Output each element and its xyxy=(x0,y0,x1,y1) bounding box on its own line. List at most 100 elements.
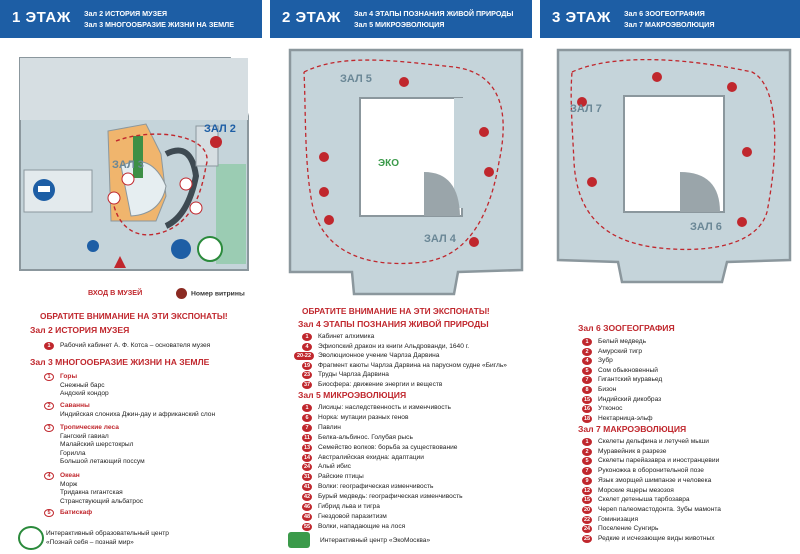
exhibit-text: Белый медведь xyxy=(598,338,647,345)
floor3-map: ЗАЛ 7 ЗАЛ 6 xyxy=(552,42,797,286)
exhibit-text: Райские птицы xyxy=(318,473,364,481)
exhibit-number: 5 xyxy=(582,366,592,375)
exhibit-number: 9 xyxy=(582,476,592,485)
exhibit-number: 7 xyxy=(302,423,312,432)
zal3-label: ЗАЛ 3 xyxy=(112,159,144,171)
exhibit-number: 6 xyxy=(302,413,312,422)
exhibit-number: 55 xyxy=(302,522,312,531)
exhibit-number: 20 xyxy=(582,505,592,514)
exhibit-text: Руконожка в оборонительной позе xyxy=(598,467,704,475)
exhibit-number: 1 xyxy=(44,373,54,381)
exhibit-number: 18 xyxy=(582,414,592,423)
exhibit-number: 14 xyxy=(302,453,312,462)
exhibit-number: 1 xyxy=(302,333,312,341)
hall7-heading: Зал 7 МАКРОЭВОЛЮЦИЯ xyxy=(578,424,687,434)
entrance-arrow-icon xyxy=(114,256,126,268)
exhibit-text: Волки, нападающие на лося xyxy=(318,522,406,530)
exhibit-number: 24 xyxy=(582,525,592,534)
entrance-label: ВХОД В МУЗЕЙ xyxy=(88,288,143,297)
exhibit-number: 46 xyxy=(302,503,312,511)
exhibit-text: Павлин xyxy=(318,423,341,431)
exhibit-text: Скелеты парейазавра и иностранцевии xyxy=(598,457,720,465)
exhibit-text: Гнездовой паразитизм xyxy=(318,512,387,520)
zal4-label: ЗАЛ 4 xyxy=(424,233,457,245)
exhibit-text: Эфиопский дракон из книги Альдрованди, 1… xyxy=(318,342,470,350)
exhibit-number: 41 xyxy=(302,483,312,492)
attention-heading-1: ОБРАТИТЕ ВНИМАНИЕ НА ЭТИ ЭКСПОНАТЫ! xyxy=(40,311,228,321)
exhibit-entry: 18 Нектарница-эльф xyxy=(582,414,653,424)
exhibit-number: 37 xyxy=(302,381,312,389)
exhibit-text: Эволюционное учение Чарлза Дарвина xyxy=(318,352,440,360)
exhibit-text: Амурский тигр xyxy=(598,347,643,355)
exhibit-entry: 19 Фрагмент каюты Чарлза Дарвина на парус… xyxy=(302,361,507,371)
exhibit-number: 2 xyxy=(582,447,592,456)
legend-label: Номер витрины xyxy=(191,290,245,298)
exhibit-text: Труды Чарлза Дарвина xyxy=(318,371,389,379)
group-item: Малайский шерстокрыл xyxy=(60,441,134,449)
exhibit-number: 25 xyxy=(582,535,592,543)
group-mountains: 1 Горы Снежный барс Андский кондор xyxy=(44,373,109,399)
exhibit-entry: 24 Поселение Сунгирь xyxy=(582,525,659,534)
exhibit-number: 2 xyxy=(582,347,592,356)
exhibit-number: 1 xyxy=(582,338,592,346)
zal7-label: ЗАЛ 7 xyxy=(570,103,602,115)
exhibit-number: 16 xyxy=(582,405,592,414)
legend: Номер витрины xyxy=(176,288,245,299)
exhibit-text: Фрагмент каюты Чарлза Дарвина на парусно… xyxy=(318,361,507,369)
exhibit-text: Лисицы: наследственность и изменчивость xyxy=(318,404,451,411)
group-item: Гангский гавиал xyxy=(60,432,109,440)
exhibit-text: Биосфера: движение энергии и веществ xyxy=(318,381,443,388)
floor2-subtitle-2: Зал 5 МИКРОЭВОЛЮЦИЯ xyxy=(354,20,445,29)
exhibit-number: 7 xyxy=(582,467,592,476)
group-title: Батискаф xyxy=(60,509,93,516)
zal6-label: ЗАЛ 6 xyxy=(690,221,722,233)
hall2-heading: Зал 2 ИСТОРИЯ МУЗЕЯ xyxy=(30,325,130,335)
exhibit-entry: 7 Павлин xyxy=(302,423,341,433)
exhibit-entry: 7 Руконожка в оборонительной позе xyxy=(582,467,704,476)
floor2-title: 2 ЭТАЖ xyxy=(282,9,341,26)
chameleon-logo-icon xyxy=(18,526,44,550)
group-title: Саванны xyxy=(60,402,90,409)
exhibit-number: 5 xyxy=(582,457,592,466)
exhibit-text: Кабинет алхимика xyxy=(318,333,375,340)
exhibit-number: 48 xyxy=(302,512,312,521)
floor1-header: 1 ЭТАЖ Зал 2 ИСТОРИЯ МУЗЕЯ Зал 3 МНОГООБ… xyxy=(0,0,262,38)
accessibility-icon xyxy=(171,239,191,259)
floor1-map: ЗАЛ 2 ЗАЛ 3 xyxy=(16,46,256,306)
exhibit-text: Поселение Сунгирь xyxy=(598,525,659,533)
exhibit-number: 15 xyxy=(582,496,592,505)
exhibit-entry: 2 Амурский тигр xyxy=(582,347,643,357)
group-item: Индийская слониха Джин-дау и африканский… xyxy=(60,410,216,418)
exhibit-number: 24 xyxy=(302,463,312,472)
exhibit-number: 4 xyxy=(44,472,54,480)
group-item: Большой летающий поссум xyxy=(60,458,145,466)
group-title: Тропические леса xyxy=(60,424,119,431)
exhibit-text: Бурый медведь: географическая изменчивос… xyxy=(318,493,463,501)
exhibit-entry: 5 Сом обыкновенный xyxy=(582,366,658,376)
exhibit-text: Нектарница-эльф xyxy=(598,414,653,422)
exhibit-entry: 37 Биосфера: движение энергии и веществ xyxy=(302,381,443,390)
zal5-label: ЗАЛ 5 xyxy=(340,73,372,85)
chameleon-icon xyxy=(197,236,223,262)
exhibit-number: 5 xyxy=(44,509,54,517)
exhibit-number: 1 xyxy=(44,342,54,350)
exhibit-number: 4 xyxy=(302,342,312,351)
exhibit-text: Сом обыкновенный xyxy=(598,366,658,374)
exhibit-number: 11 xyxy=(302,433,312,442)
elevator-icon xyxy=(87,240,99,252)
footer-line: «Познай себя – познай мир» xyxy=(46,538,134,546)
hall6-heading: Зал 6 ЗООГЕОГРАФИЯ xyxy=(578,323,675,333)
exhibit-number: 3 xyxy=(44,424,54,432)
exhibit-number: 19 xyxy=(302,361,312,370)
group-title: Океан xyxy=(60,472,80,479)
